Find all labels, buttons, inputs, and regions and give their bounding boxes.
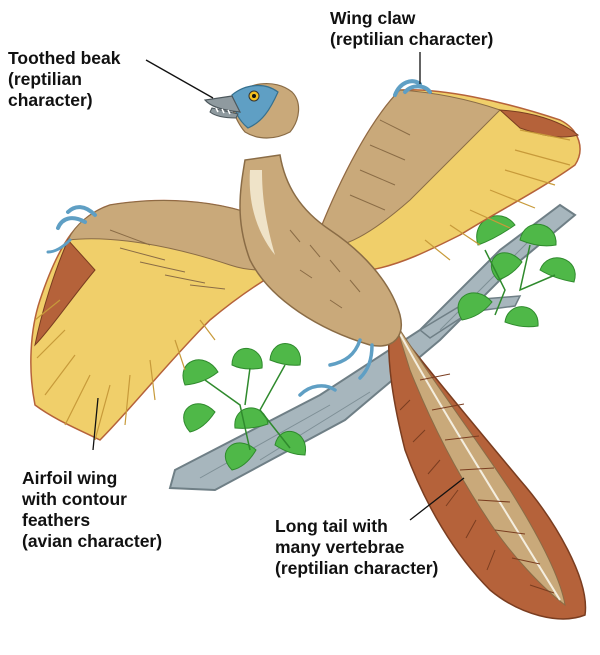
label-line: Airfoil wing: [22, 468, 118, 488]
label-toothed-beak: Toothed beak (reptilian character): [8, 48, 120, 111]
long-tail: [387, 318, 587, 620]
ginkgo-leaves-left: [182, 343, 306, 471]
right-wing: [319, 79, 581, 271]
label-line: feathers: [22, 510, 91, 530]
label-line: Toothed beak: [8, 48, 121, 68]
label-airfoil-wing: Airfoil wing with contour feathers (avia…: [22, 468, 162, 552]
label-line: (avian character): [22, 531, 163, 551]
label-line: character): [8, 90, 93, 110]
label-line: Long tail with: [275, 516, 388, 536]
leader-line-beak: [145, 59, 214, 99]
label-wing-claw: Wing claw (reptilian character): [330, 8, 493, 50]
label-long-tail: Long tail with many vertebrae (reptilian…: [275, 516, 438, 579]
leader-line-tail: [409, 477, 465, 521]
bird-body: [239, 154, 402, 397]
bird-head: [203, 83, 300, 139]
label-line: many vertebrae: [275, 537, 405, 557]
label-line: Wing claw: [330, 8, 416, 28]
label-line: (reptilian: [8, 69, 82, 89]
label-line: (reptilian character): [275, 558, 439, 578]
leader-line-wing: [92, 397, 99, 451]
leader-lines: [92, 52, 465, 521]
label-line: with contour: [22, 489, 127, 509]
ginkgo-leaves-right: [457, 215, 576, 328]
label-line: (reptilian character): [330, 29, 494, 49]
